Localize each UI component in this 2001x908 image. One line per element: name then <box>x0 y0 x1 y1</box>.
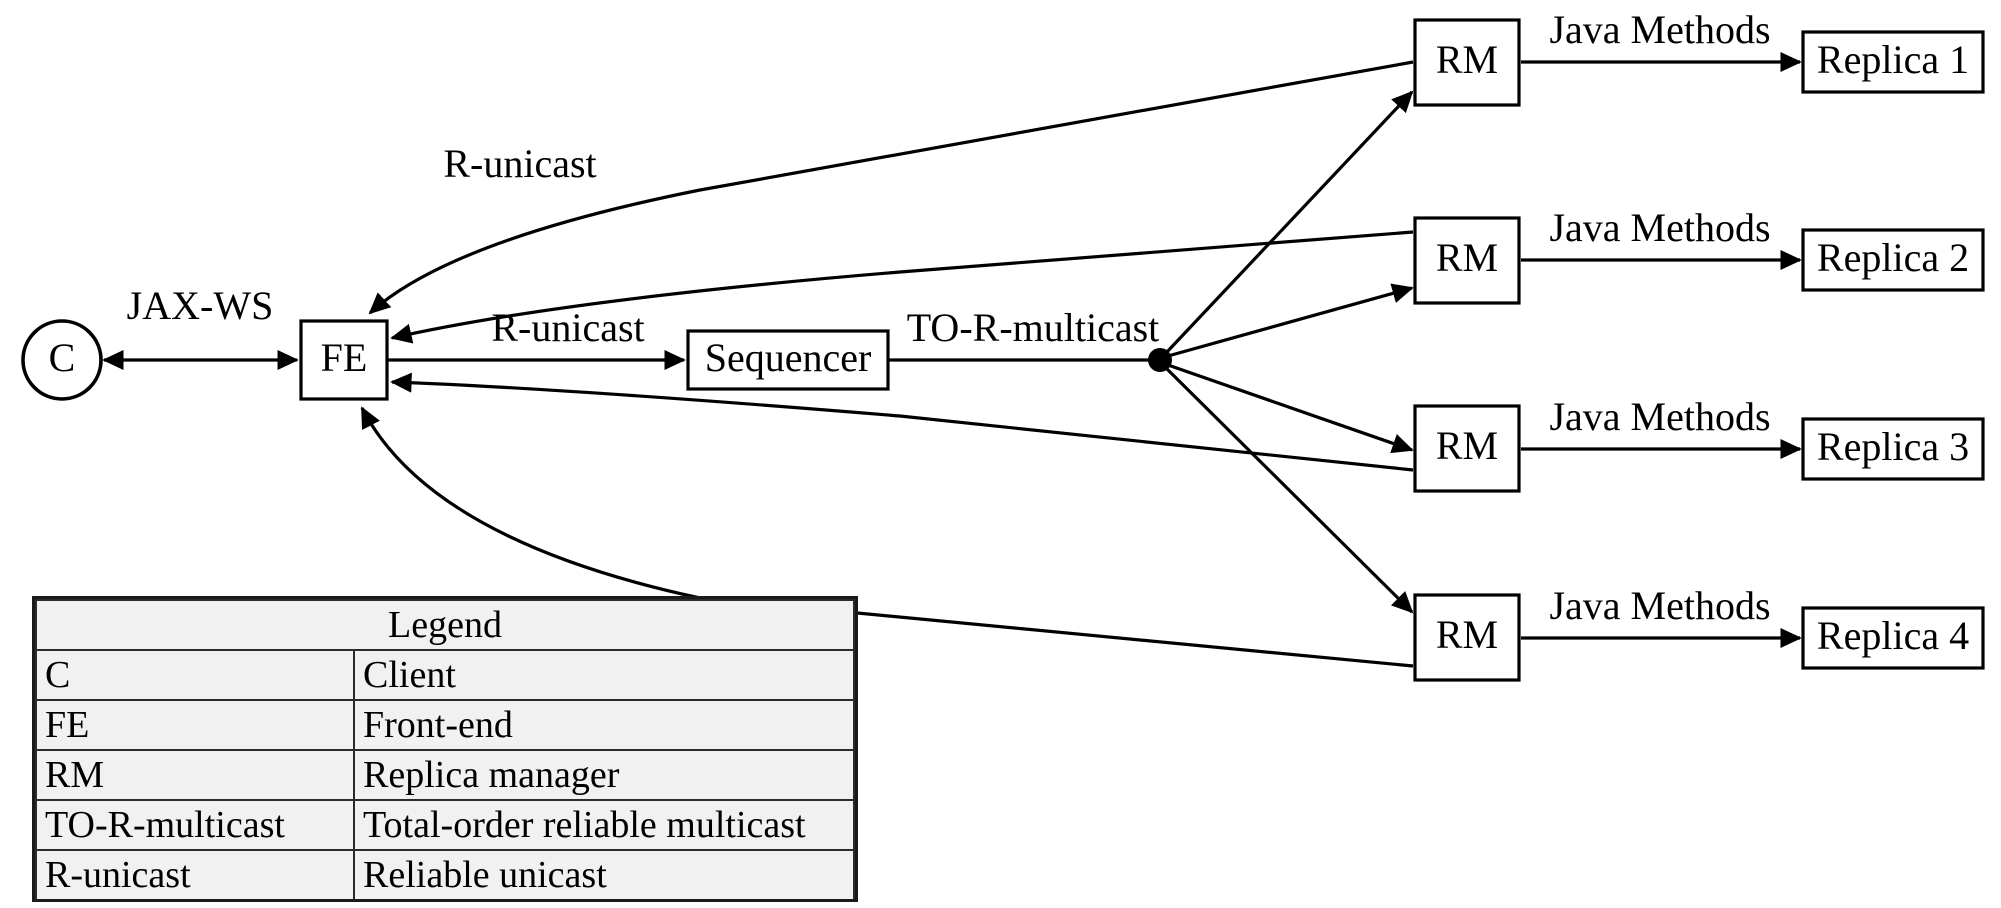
legend-value: Reliable unicast <box>353 849 855 899</box>
node-sequencer-label: Sequencer <box>705 335 872 380</box>
legend-key: RM <box>35 749 355 801</box>
edge-rm-3-frontend-return <box>390 372 1414 472</box>
node-client[interactable] <box>21 319 103 401</box>
edge-label-r-unicast-top: R-unicast <box>443 141 596 186</box>
legend-key: FE <box>35 699 355 751</box>
edge-label-java-methods-4: Java Methods <box>1549 583 1770 628</box>
legend-value: Front-end <box>353 699 855 751</box>
edge-rm-4-frontend-return <box>360 406 1414 668</box>
node-replica-manager-1[interactable] <box>1413 18 1521 107</box>
node-replica-manager-3-label: RM <box>1436 423 1498 468</box>
node-replica-2[interactable] <box>1801 228 1985 292</box>
node-client-label: C <box>49 335 76 380</box>
legend-row: R-unicast Reliable unicast <box>35 849 855 899</box>
edge-label-java-methods-2: Java Methods <box>1549 205 1770 250</box>
edge-junction-rm-2 <box>1167 283 1414 358</box>
legend-value: Replica manager <box>353 749 855 801</box>
edge-label-r-unicast-fe-sequencer: R-unicast <box>491 305 644 350</box>
node-replica-manager-1-label: RM <box>1436 37 1498 82</box>
edge-label-jax-ws: JAX-WS <box>127 283 274 328</box>
legend-row: TO-R-multicast Total-order reliable mult… <box>35 799 855 851</box>
legend-title: Legend <box>35 599 855 651</box>
legend-value: Total-order reliable multicast <box>353 799 855 851</box>
legend-key: C <box>35 649 355 701</box>
node-replica-2-label: Replica 2 <box>1817 235 1969 280</box>
edge-label-java-methods-1: Java Methods <box>1549 7 1770 52</box>
edge-rm-2-frontend-return <box>390 230 1414 344</box>
node-replica-4[interactable] <box>1801 606 1985 670</box>
edge-rm-1-frontend-return <box>368 60 1414 315</box>
edge-junction-rm-3 <box>1167 363 1414 454</box>
node-replica-3[interactable] <box>1801 417 1985 481</box>
node-replica-1[interactable] <box>1801 30 1985 94</box>
legend-row: C Client <box>35 649 855 701</box>
edge-label-java-methods-3: Java Methods <box>1549 394 1770 439</box>
legend-value: Client <box>353 649 855 701</box>
edge-label-to-r-multicast: TO-R-multicast <box>907 305 1160 350</box>
edge-junction-rm-4 <box>1164 366 1414 614</box>
edge-junction-rm-1 <box>1164 90 1414 355</box>
node-replica-manager-2[interactable] <box>1413 216 1521 305</box>
node-replica-3-label: Replica 3 <box>1817 424 1969 469</box>
node-frontend-label: FE <box>321 335 368 380</box>
legend-panel: Legend C Client FE Front-end RM Replica … <box>32 596 858 902</box>
node-multicast-junction <box>1148 348 1172 372</box>
node-replica-manager-2-label: RM <box>1436 235 1498 280</box>
node-replica-manager-3[interactable] <box>1413 404 1521 493</box>
node-replica-1-label: Replica 1 <box>1817 37 1969 82</box>
legend-key: TO-R-multicast <box>35 799 355 851</box>
node-sequencer[interactable] <box>686 329 890 391</box>
legend-table: Legend C Client FE Front-end RM Replica … <box>35 599 855 899</box>
node-frontend[interactable] <box>299 319 389 401</box>
legend-row: RM Replica manager <box>35 749 855 801</box>
legend-key: R-unicast <box>35 849 355 899</box>
legend-row: FE Front-end <box>35 699 855 751</box>
node-replica-manager-4-label: RM <box>1436 612 1498 657</box>
node-replica-manager-4[interactable] <box>1413 593 1521 682</box>
node-replica-4-label: Replica 4 <box>1817 613 1969 658</box>
legend-title-row: Legend <box>35 599 855 651</box>
